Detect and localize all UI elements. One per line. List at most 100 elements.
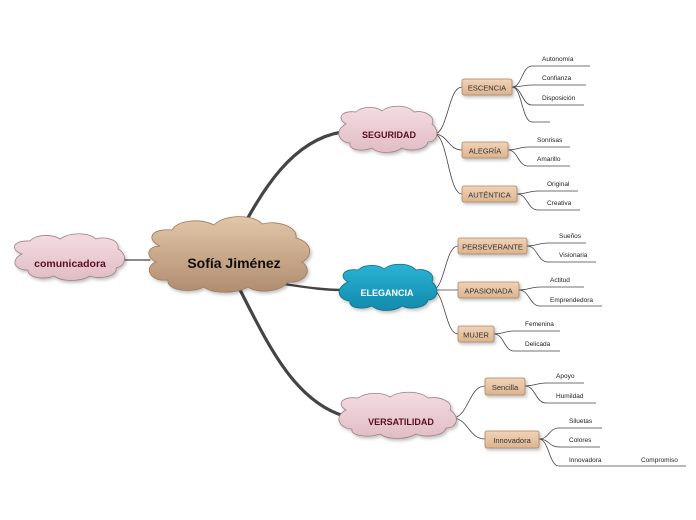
leaf-label: Delicada	[525, 341, 551, 348]
subtopic-apasionada-label: APASIONADA	[464, 287, 512, 296]
leaf-siluetas[interactable]: Siluetas	[559, 418, 602, 429]
side-topic-cloud	[14, 233, 125, 281]
subtopic-sencilla[interactable]: Sencilla	[484, 377, 526, 396]
leaf-humildad[interactable]: Humildad	[546, 393, 596, 404]
side-topic-comunicadora[interactable]: comunicadora	[14, 233, 125, 281]
connector-versatilidad-sencilla	[451, 385, 486, 419]
connector-escencia-leaf-0	[511, 65, 533, 88]
connector-perseverante-leaf-1	[526, 245, 549, 263]
leaf-suenos[interactable]: Sueños	[548, 233, 586, 244]
connector-sencilla-leaf-1	[524, 385, 547, 404]
branch-versatilidad-label: VERSATILIDAD	[368, 417, 434, 427]
side-topic-label: comunicadora	[34, 258, 106, 270]
branch-versatilidad-cloud	[338, 391, 457, 439]
branch-versatilidad[interactable]: VERSATILIDAD	[338, 391, 457, 439]
subtopic-alegria-box	[461, 141, 509, 159]
subtopic-escencia-box	[461, 78, 513, 96]
leaf-label: Colores	[569, 437, 592, 444]
leaf-label: Visionaria	[559, 252, 588, 259]
leaf-label: Creativa	[547, 200, 572, 207]
leaf-amarillo[interactable]: Amarillo	[528, 156, 570, 167]
leaf-label: Siluetas	[569, 418, 593, 425]
subtopic-innovadora[interactable]: Innovadora	[484, 430, 540, 449]
leaves: Autonomía Confianza Disposición Sonrisas…	[514, 56, 686, 467]
branch-elegancia-label: ELEGANCIA	[360, 288, 414, 298]
leaf-compromiso[interactable]: Compromiso	[634, 457, 686, 467]
subtopic-innovadora-box	[484, 430, 540, 449]
leaf-autonomia[interactable]: Autonomía	[532, 56, 590, 67]
leaf-label: Femenina	[525, 321, 554, 328]
leaf-label: Apoyo	[556, 373, 575, 380]
connector-central-elegancia	[282, 282, 344, 292]
leaf-label: Disposición	[542, 95, 576, 102]
subtopic-perseverante[interactable]: PERSEVERANTE	[457, 237, 528, 255]
connector-innovadora-leaf-2	[538, 438, 560, 467]
connector-versatilidad-innovadora	[451, 417, 486, 440]
branch-seguridad-label: SEGURIDAD	[362, 130, 417, 140]
connector-seguridad-autentica	[433, 133, 463, 195]
connector-apasionada-leaf-1	[518, 289, 541, 307]
connector-autentica-leaf-1	[516, 193, 539, 211]
connector-autentica-leaf-0	[516, 190, 539, 195]
subtopic-autentica-label: AUTÉNTICA	[468, 191, 511, 200]
subtopic-escencia-label: ESCENCIA	[468, 84, 506, 93]
connector-perseverante-leaf-0	[526, 242, 549, 247]
leaf-femenina[interactable]: Femenina	[514, 321, 560, 332]
subtopic-autentica[interactable]: AUTÉNTICA	[461, 185, 518, 203]
leaf-confianza[interactable]: Confianza	[532, 75, 586, 86]
subtopic-mujer[interactable]: MUJER	[457, 325, 495, 343]
leaf-innovadora[interactable]: Innovadora	[559, 457, 634, 467]
branch-seguridad[interactable]: SEGURIDAD	[338, 105, 438, 153]
connector-elegancia-perseverante	[431, 245, 459, 291]
leaf-actitud[interactable]: Actitud	[540, 277, 584, 288]
subtopic-autentica-box	[461, 185, 518, 203]
subtopic-alegria[interactable]: ALEGRÍA	[461, 141, 509, 159]
connector-central-versatilidad	[234, 280, 346, 418]
connector-escencia-leaf-2	[511, 86, 533, 106]
connector-mujer-leaf-0	[493, 330, 515, 335]
branch-seguridad-cloud	[338, 105, 438, 153]
connector-mujer-leaf-1	[493, 333, 515, 352]
leaf-creativa[interactable]: Creativa	[538, 200, 580, 211]
connector-alegria-leaf-1	[507, 149, 529, 167]
leaf-label: Innovadora	[569, 457, 602, 464]
central-topic-label: Sofía Jiménez	[187, 255, 280, 271]
leaf-label: Actitud	[550, 277, 570, 284]
leaf-original[interactable]: Original	[538, 181, 578, 192]
subtopic-sencilla-label: Sencilla	[492, 383, 519, 392]
subtopic-perseverante-label: PERSEVERANTE	[462, 243, 523, 252]
central-topic-cloud	[148, 216, 310, 293]
leaf-label: Emprendedora	[550, 297, 593, 304]
branch-elegancia[interactable]: ELEGANCIA	[338, 263, 438, 311]
leaf-label: Sonrisas	[537, 137, 563, 144]
subtopic-apasionada-box	[457, 281, 520, 299]
connector-seguridad-escencia	[433, 86, 463, 135]
leaf-label: Confianza	[542, 75, 572, 82]
leaf-label: Compromiso	[641, 457, 678, 464]
subtopic-innovadora-label: Innovadora	[493, 436, 531, 445]
connector-sencilla-leaf-0	[524, 382, 547, 387]
leaf-label: Amarillo	[537, 156, 561, 163]
subtopic-mujer-label: MUJER	[463, 331, 489, 340]
leaf-disposicion[interactable]: Disposición	[532, 95, 584, 106]
subtopic-mujer-box	[457, 325, 495, 343]
leaf-label: Sueños	[559, 233, 582, 240]
leaf-label: Autonomía	[542, 56, 574, 63]
subtopic-escencia[interactable]: ESCENCIA	[461, 78, 513, 96]
leaf-delicada[interactable]: Delicada	[514, 341, 560, 352]
leaf-apoyo[interactable]: Apoyo	[546, 373, 584, 384]
subtopic-apasionada[interactable]: APASIONADA	[457, 281, 520, 299]
branch-elegancia-cloud	[338, 263, 438, 311]
connector-innovadora-leaf-0	[538, 427, 560, 440]
central-topic[interactable]: Sofía Jiménez	[148, 216, 310, 293]
connector-alegria-leaf-0	[507, 146, 529, 151]
connector-escencia-leaf-3	[511, 86, 533, 123]
leaf-visionaria[interactable]: Visionaria	[548, 252, 596, 263]
leaf-label: Humildad	[556, 393, 584, 400]
leaf-colores[interactable]: Colores	[559, 437, 600, 448]
subtopic-sencilla-box	[484, 377, 526, 396]
leaf-sonrisas[interactable]: Sonrisas	[528, 137, 570, 148]
leaf-emprendedora[interactable]: Emprendedora	[540, 297, 602, 307]
leaf-label: Original	[547, 181, 570, 188]
